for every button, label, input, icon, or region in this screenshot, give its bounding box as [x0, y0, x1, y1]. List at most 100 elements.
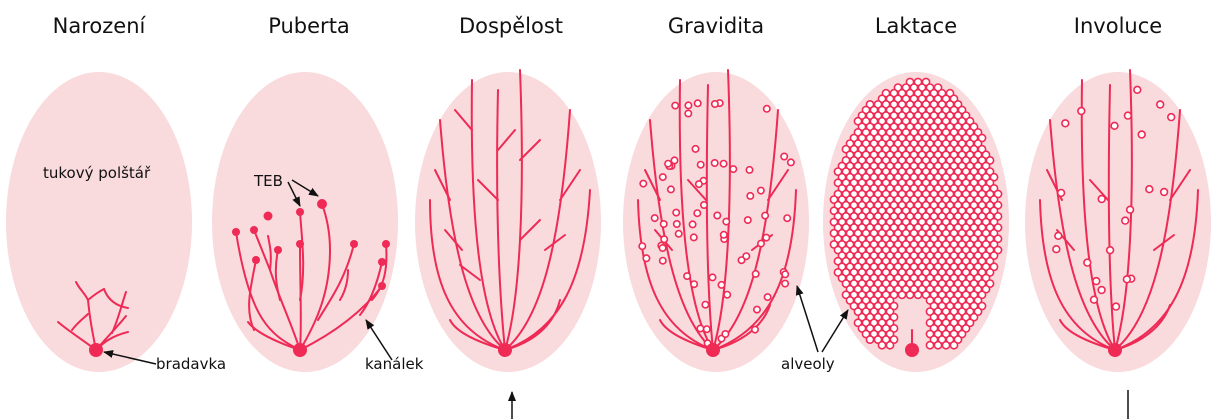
alveolus	[671, 157, 677, 163]
alveolus	[1111, 122, 1118, 129]
alveolus	[758, 187, 764, 193]
alveolus	[781, 153, 787, 159]
alveolus	[950, 342, 957, 349]
alveolus	[1125, 112, 1132, 119]
stage-title-puberta: Puberta	[268, 14, 350, 38]
alveolus	[674, 221, 680, 227]
alveolus	[712, 101, 718, 107]
alveolus	[758, 240, 764, 246]
alveolus	[685, 102, 691, 108]
alveolus	[782, 271, 788, 277]
stage-title-dospelost: Dospělost	[459, 14, 563, 38]
alveolus	[652, 215, 658, 221]
nipple-puberta	[293, 343, 307, 357]
alveolus	[906, 291, 913, 298]
alveolus	[782, 280, 788, 286]
alveolus	[762, 212, 768, 218]
alveolus	[672, 102, 678, 108]
teb-label: TEB	[253, 172, 283, 190]
alveolus	[784, 215, 790, 221]
alveolus	[691, 281, 697, 287]
duct-label: kanálek	[365, 355, 424, 373]
stage-title-narozeni: Narození	[53, 14, 147, 38]
alveolus	[724, 292, 730, 298]
alveolus	[1053, 246, 1060, 253]
alveolus	[764, 294, 770, 300]
nipple-involuce	[1108, 343, 1122, 357]
alveolus	[745, 217, 751, 223]
alveolus	[685, 110, 691, 116]
alveolus	[712, 160, 718, 166]
alveolus	[878, 342, 885, 349]
alveolus	[1093, 278, 1100, 285]
alveolus	[720, 161, 726, 167]
alveolus	[914, 291, 921, 298]
alveolus	[697, 325, 703, 331]
alveolus	[763, 234, 769, 240]
alveolus	[660, 258, 666, 264]
alveolus	[1107, 247, 1114, 254]
alveolus	[640, 180, 646, 186]
alveolus	[723, 218, 729, 224]
alveolus	[660, 174, 666, 180]
stage-title-involuce: Involuce	[1074, 14, 1162, 38]
nipple-dospelost	[498, 343, 512, 357]
alveolus	[764, 106, 770, 112]
alveolus	[1098, 287, 1105, 294]
alveolus	[676, 231, 682, 237]
alveolus	[695, 100, 701, 106]
alveolus	[754, 306, 760, 312]
alveolus	[1084, 259, 1091, 266]
alveolus	[709, 274, 715, 280]
alveolus	[1127, 206, 1134, 213]
alveolus	[1168, 114, 1175, 121]
alveolus	[722, 331, 728, 337]
alveolus	[661, 236, 667, 242]
alveolus	[694, 210, 700, 216]
alveolus	[718, 282, 724, 288]
stage-title-laktace: Laktace	[875, 14, 957, 38]
alveolus	[866, 336, 873, 343]
alveolus	[701, 202, 707, 208]
alveolus	[746, 167, 752, 173]
alveolus	[738, 257, 744, 263]
alveolus	[752, 326, 758, 332]
alveolus	[668, 186, 674, 192]
alveoli-arrow-1	[797, 286, 818, 352]
alveolus	[1157, 101, 1164, 108]
alveolus	[691, 234, 697, 240]
alveolus	[1058, 190, 1065, 197]
alveolus	[684, 273, 690, 279]
fat-pad-label: tukový polštář	[43, 164, 151, 182]
alveolus	[788, 159, 794, 165]
alveolus	[753, 271, 759, 277]
alveolus	[1091, 296, 1098, 303]
nipple-gravidita	[706, 343, 720, 357]
alveolus	[1055, 232, 1062, 239]
alveoli-label: alveoly	[781, 355, 835, 373]
alveolus	[1098, 196, 1105, 203]
duct-arrow	[366, 320, 392, 360]
alveolus	[714, 212, 720, 218]
alveolus	[1161, 189, 1168, 196]
nipple-laktace	[905, 343, 919, 357]
alveoli-arrow-2	[822, 310, 848, 352]
alveolus	[1062, 120, 1069, 127]
alveolus	[898, 291, 905, 298]
alveolus	[926, 342, 933, 349]
alveolus	[665, 161, 671, 167]
alveolus	[702, 302, 708, 308]
alveolus	[698, 162, 704, 168]
nipple-label: bradavka	[156, 355, 226, 373]
alveolus	[1146, 186, 1153, 193]
alveolus	[721, 232, 727, 238]
alveolus	[1113, 303, 1120, 310]
alveolus	[689, 221, 695, 227]
alveolus	[659, 245, 665, 251]
alveolus	[692, 146, 698, 152]
alveolus	[661, 221, 667, 227]
alveolus	[886, 342, 893, 349]
alveolus	[942, 342, 949, 349]
alveolus	[696, 181, 702, 187]
